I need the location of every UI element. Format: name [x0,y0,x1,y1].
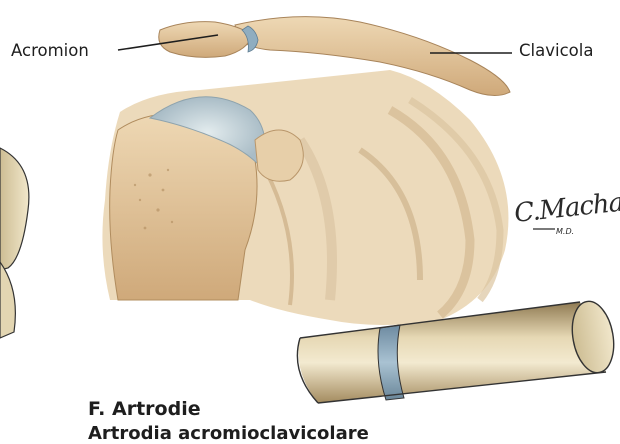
section-title: F. Artrodie [88,400,201,419]
label-acromion: Acromion [11,43,89,60]
left-partial-model [0,148,29,338]
section-caption: Artrodia acromioclavicolare [88,425,369,443]
label-clavicola: Clavicola [519,43,593,60]
shoulder-anatomy [102,17,510,325]
signature-degree: M.D. [556,228,574,236]
